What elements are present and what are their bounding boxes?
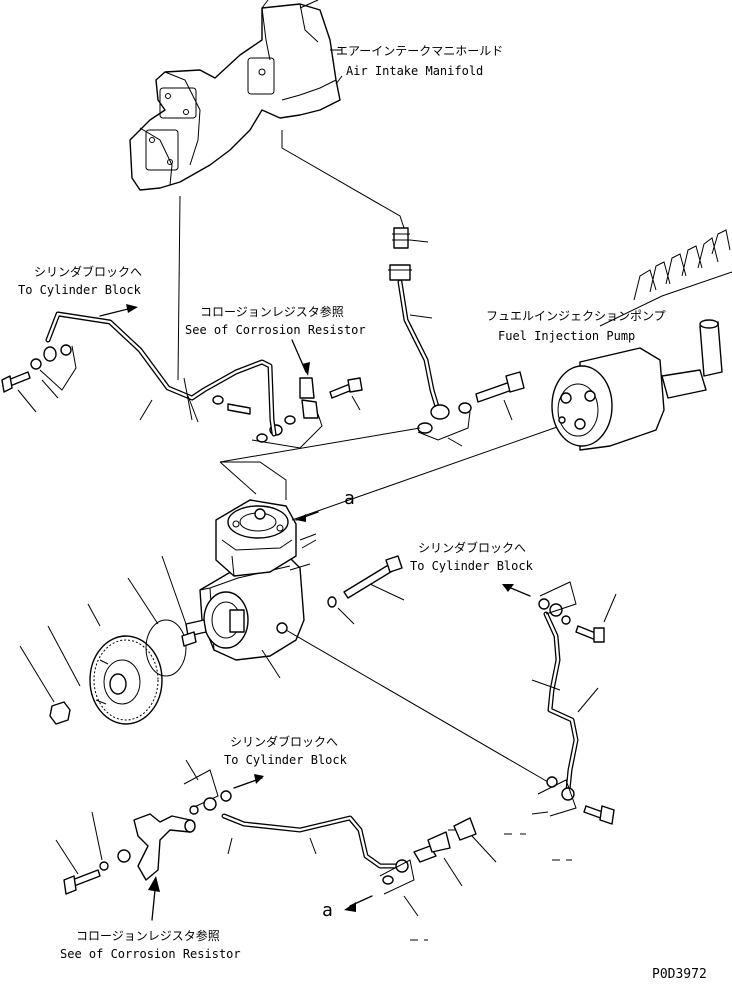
tube-icon bbox=[45, 311, 277, 437]
fitting-icon bbox=[388, 227, 412, 281]
cyl-block-label-jp-3: シリンダブロックへ bbox=[230, 734, 338, 749]
bolt-icon bbox=[1, 371, 31, 393]
washer-icon bbox=[181, 631, 197, 647]
o-ring-icon bbox=[145, 619, 187, 677]
tube-icon bbox=[221, 813, 399, 869]
air-compressor-icon bbox=[185, 499, 311, 661]
bolt-icon bbox=[63, 869, 101, 895]
bolt-icon bbox=[575, 625, 605, 643]
bolt-icon bbox=[583, 805, 615, 825]
fitting-icon bbox=[413, 817, 477, 863]
fitting-icon bbox=[117, 813, 196, 881]
corrosion-label-jp-lower: コロージョンレジスタ参照 bbox=[76, 928, 220, 943]
corrosion-label-en-upper: See of Corrosion Resistor bbox=[185, 323, 366, 337]
bolt-icon bbox=[327, 555, 403, 608]
cyl-block-label-jp-1: シリンダブロックへ bbox=[34, 264, 142, 279]
corrosion-label-jp-upper: コロージョンレジスタ参照 bbox=[200, 304, 344, 319]
bolt-icon bbox=[227, 403, 251, 415]
tube-icon bbox=[397, 279, 441, 413]
cyl-block-label-en-1: To Cylinder Block bbox=[18, 283, 142, 297]
nut-icon bbox=[49, 701, 71, 725]
corrosion-label-en-lower: See of Corrosion Resistor bbox=[60, 947, 241, 961]
cyl-block-label-en-3: To Cylinder Block bbox=[224, 753, 348, 767]
cyl-block-label-en-2: To Cylinder Block bbox=[410, 559, 534, 573]
bolt-icon bbox=[475, 371, 525, 403]
manifold-icon bbox=[129, 0, 341, 191]
ref-a-upper: a bbox=[344, 488, 355, 509]
injection-pump-icon bbox=[551, 229, 731, 451]
manifold-label-jp: エアーインテークマニホールド bbox=[336, 44, 503, 58]
tube-icon bbox=[543, 611, 579, 793]
fuel-pump-label-en: Fuel Injection Pump bbox=[498, 329, 635, 343]
fitting-icon bbox=[299, 377, 319, 419]
drawing-number: P0D3972 bbox=[652, 967, 707, 982]
fuel-pump-label-jp: フュエルインジェクションポンプ bbox=[486, 309, 666, 323]
bolt-icon bbox=[329, 377, 363, 399]
cyl-block-label-jp-2: シリンダブロックへ bbox=[418, 540, 526, 555]
gear-icon bbox=[89, 635, 163, 725]
manifold-label-en: Air Intake Manifold bbox=[346, 64, 483, 78]
ref-a-lower: a bbox=[322, 900, 333, 921]
